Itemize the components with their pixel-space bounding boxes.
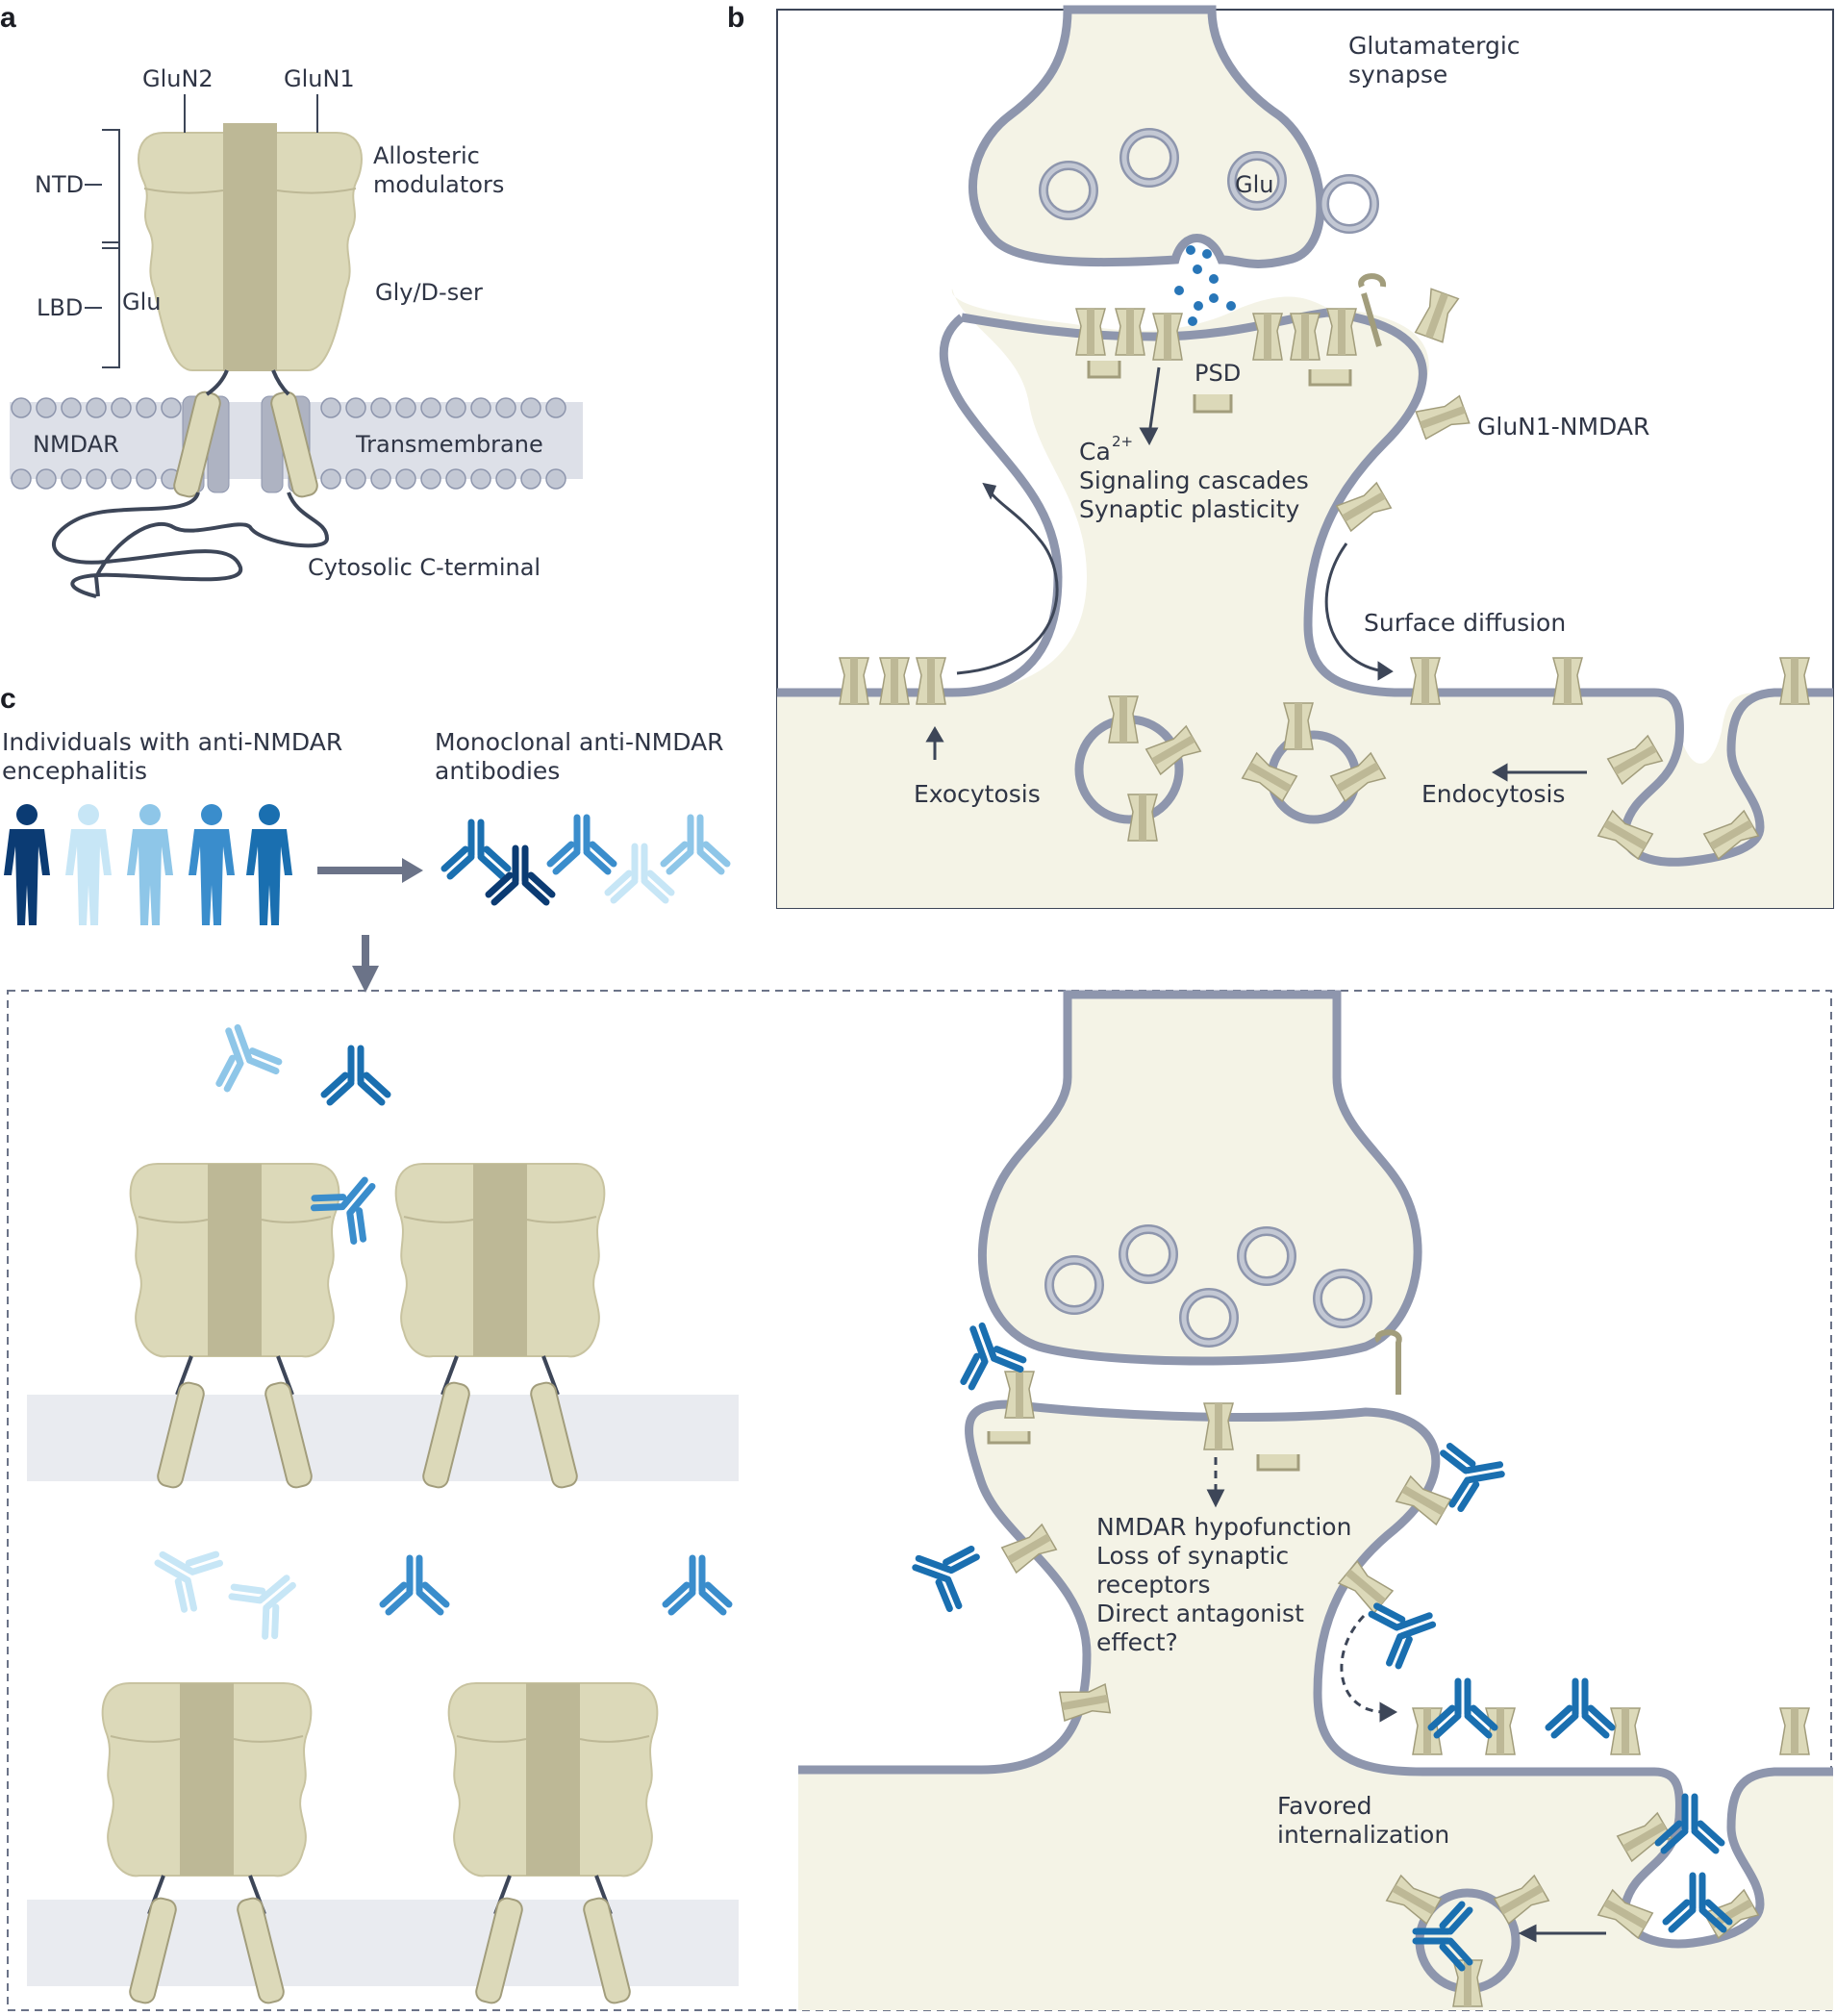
label-glu-b: Glu <box>1235 171 1273 198</box>
panel-c-receptors <box>27 1019 739 2004</box>
person-icon <box>65 804 112 925</box>
arrows-c <box>1206 1457 1606 1943</box>
people-icons <box>4 804 292 925</box>
label-glutamatergic-2: synapse <box>1348 61 1447 88</box>
monoclonal-antibodies <box>444 818 727 902</box>
label-allosteric-1: Allosteric <box>373 142 480 169</box>
panel-c-box <box>7 990 1832 2011</box>
label-effect-2: Loss of synaptic <box>1096 1542 1289 1570</box>
label-favored-2: internalization <box>1277 1821 1449 1849</box>
label-glun2: GluN2 <box>142 65 214 92</box>
panel-b: Glutamatergic synapse Glu PSD Ca 2+ Sign… <box>776 5 1834 909</box>
label-allosteric-2: modulators <box>373 171 504 198</box>
panel-c-synapse: NMDAR hypofunction Loss of synaptic rece… <box>798 990 1833 2010</box>
label-transmembrane: Transmembrane <box>355 431 543 458</box>
panel-c-header: Individuals with anti-NMDAR encephalitis… <box>2 728 727 993</box>
label-individuals-2: encephalitis <box>2 757 147 785</box>
label-endocytosis: Endocytosis <box>1421 780 1565 808</box>
label-favored-1: Favored <box>1277 1792 1371 1820</box>
arrows-b <box>925 366 1587 782</box>
label-cterm: Cytosolic C-terminal <box>308 554 541 581</box>
label-ca: Ca <box>1079 438 1111 466</box>
endo-vesicles-b <box>1074 695 1387 842</box>
label-monoclonal-2: antibodies <box>435 757 560 785</box>
panel-c-letter: c <box>0 683 16 715</box>
c-terminal-tail <box>52 491 330 598</box>
label-exocytosis: Exocytosis <box>914 780 1041 808</box>
nmdar-receptor-a <box>138 123 363 396</box>
label-signaling: Signaling cascades <box>1079 466 1309 494</box>
panel-a: GluN2 GluN1 NTD LBD Allosteric modulator… <box>10 65 583 598</box>
label-glutamatergic-1: Glutamatergic <box>1348 32 1521 60</box>
label-glu-a: Glu <box>122 289 161 315</box>
label-effect-4: Direct antagonist <box>1096 1600 1304 1627</box>
person-icon <box>4 804 50 925</box>
panel-a-letter: a <box>0 2 16 34</box>
label-glun1-nmdar: GluN1-NMDAR <box>1477 413 1649 441</box>
label-ntd: NTD <box>35 171 84 198</box>
label-effect-5: effect? <box>1096 1628 1178 1656</box>
glutamate-dots <box>1174 245 1236 326</box>
label-ca-sup: 2+ <box>1112 433 1133 450</box>
panel-b-letter: b <box>727 2 744 34</box>
label-gly-dser: Gly/D-ser <box>375 279 483 306</box>
label-nmdar: NMDAR <box>33 431 119 458</box>
label-effect-3: receptors <box>1096 1571 1211 1599</box>
membrane-bilayer-a <box>10 391 583 498</box>
label-monoclonal-1: Monoclonal anti-NMDAR <box>435 728 724 756</box>
label-glun1: GluN1 <box>284 65 355 92</box>
label-effect-1: NMDAR hypofunction <box>1096 1513 1351 1541</box>
person-icon <box>127 804 173 925</box>
synaptic-receptors-b <box>839 273 1810 860</box>
label-surface-diffusion: Surface diffusion <box>1364 609 1566 637</box>
label-individuals-1: Individuals with anti-NMDAR <box>2 728 342 756</box>
person-icon <box>246 804 292 925</box>
label-psd: PSD <box>1195 360 1241 387</box>
person-icon <box>189 804 235 925</box>
label-plasticity: Synaptic plasticity <box>1079 495 1300 523</box>
label-lbd: LBD <box>37 294 83 321</box>
